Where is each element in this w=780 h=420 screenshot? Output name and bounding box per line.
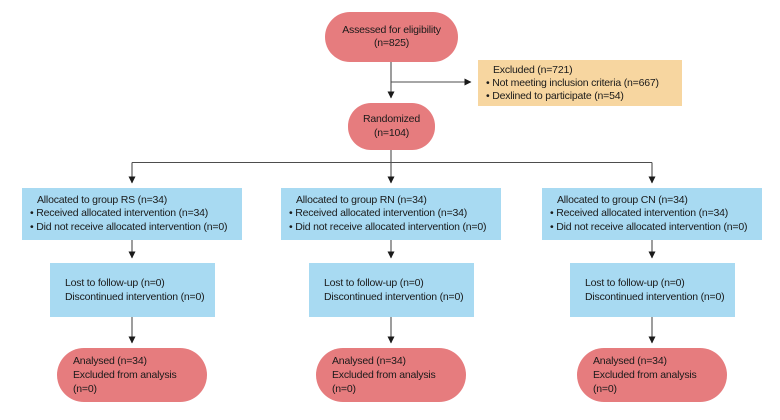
followup-lost-rs: Lost to follow-up (n=0) — [65, 277, 165, 289]
allocation-not-received-rn: • Did not receive allocated intervention… — [289, 220, 487, 233]
analysed-count-rs: Analysed (n=34) — [73, 355, 147, 367]
allocation-box-group-rn: Allocated to group RN (n=34) • Received … — [281, 188, 501, 240]
analysed-count-rn: Analysed (n=34) — [332, 355, 406, 367]
analysed-excluded-rs: Excluded from analysis (n=0) — [73, 369, 177, 395]
allocation-title-rs: Allocated to group RS (n=34) — [37, 193, 168, 206]
allocation-not-received-rs: • Did not receive allocated intervention… — [30, 220, 228, 233]
followup-lost-rn: Lost to follow-up (n=0) — [324, 277, 424, 289]
followup-discontinued-rn: Discontinued intervention (n=0) — [324, 291, 464, 303]
followup-box-rs: Lost to follow-up (n=0) Discontinued int… — [50, 263, 215, 317]
analysed-box-cn: Analysed (n=34) Excluded from analysis (… — [577, 348, 727, 402]
analysed-box-rn: Analysed (n=34) Excluded from analysis (… — [316, 348, 466, 402]
allocation-not-received-cn: • Did not receive allocated intervention… — [550, 220, 748, 233]
followup-discontinued-cn: Discontinued intervention (n=0) — [585, 291, 725, 303]
allocation-box-group-rs: Allocated to group RS (n=34) • Received … — [22, 188, 242, 240]
excluded-box: Excluded (n=721) • Not meeting inclusion… — [478, 60, 682, 106]
analysed-count-cn: Analysed (n=34) — [593, 355, 667, 367]
randomized-box: Randomized (n=104) — [348, 103, 435, 150]
excluded-item-not-meeting-criteria: • Not meeting inclusion criteria (n=667) — [486, 76, 659, 89]
analysed-excluded-cn: Excluded from analysis (n=0) — [593, 369, 697, 395]
followup-box-rn: Lost to follow-up (n=0) Discontinued int… — [309, 263, 474, 317]
assessed-eligibility-box: Assessed for eligibility (n=825) — [325, 12, 458, 62]
allocation-received-rn: • Received allocated intervention (n=34) — [289, 207, 468, 220]
allocation-received-rs: • Received allocated intervention (n=34) — [30, 207, 209, 220]
allocation-box-group-cn: Allocated to group CN (n=34) • Received … — [542, 188, 762, 240]
assessed-eligibility-count: (n=825) — [373, 37, 410, 49]
analysed-excluded-rn: Excluded from analysis (n=0) — [332, 369, 436, 395]
assessed-eligibility-line1: Assessed for eligibility — [342, 23, 441, 36]
randomized-count: (n=104) — [373, 126, 410, 139]
followup-lost-cn: Lost to follow-up (n=0) — [585, 277, 685, 289]
followup-discontinued-rs: Discontinued intervention (n=0) — [65, 291, 205, 303]
allocation-received-cn: • Received allocated intervention (n=34) — [550, 207, 729, 220]
allocation-title-cn: Allocated to group CN (n=34) — [557, 193, 688, 206]
excluded-item-declined: • Dexlined to participate (n=54) — [486, 89, 624, 102]
randomized-line1: Randomized — [363, 113, 420, 125]
excluded-title: Excluded (n=721) — [493, 63, 573, 76]
analysed-box-rs: Analysed (n=34) Excluded from analysis (… — [57, 348, 207, 402]
followup-box-cn: Lost to follow-up (n=0) Discontinued int… — [570, 263, 735, 317]
allocation-title-rn: Allocated to group RN (n=34) — [296, 193, 427, 206]
